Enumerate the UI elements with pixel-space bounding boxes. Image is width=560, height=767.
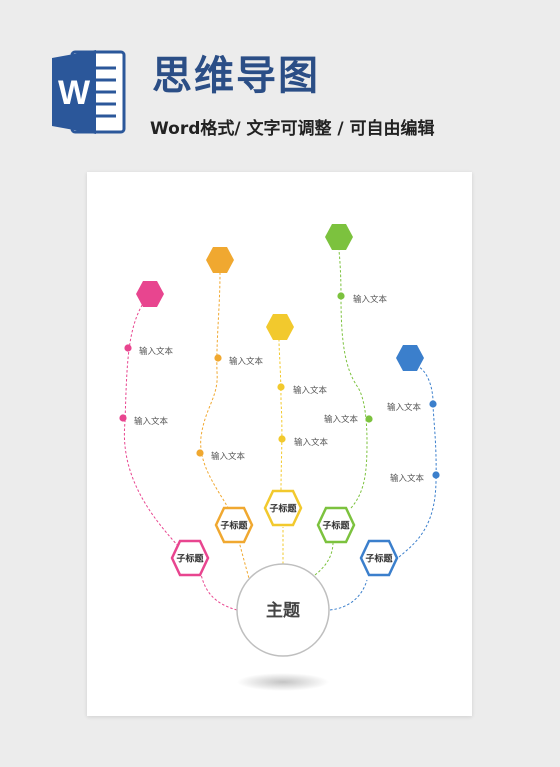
branch-2-leaf-2: 输入文本 — [211, 451, 246, 462]
mind-map: 输入文本 输入文本 子标题 输入文本 输入文本 子标题 输入文本 输入文本 — [119, 224, 440, 691]
branch-1-subtopic-hexagon — [170, 539, 210, 577]
center-shadow — [237, 673, 329, 691]
branch-5: 输入文本 输入文本 子标题 — [329, 345, 440, 611]
page-subtitle: Word格式/ 文字可调整 / 可自由编辑 — [150, 119, 435, 139]
branch-4-connector — [314, 249, 368, 576]
branch-1-top-hexagon — [136, 281, 164, 307]
branch-5-leaf-2: 输入文本 — [390, 473, 425, 484]
branch-5-subtopic: 子标题 — [365, 553, 393, 565]
center-topic-label: 主题 — [266, 600, 301, 621]
branch-1: 输入文本 输入文本 子标题 — [119, 281, 238, 611]
branch-1-leaf-dot-2 — [119, 414, 127, 422]
branch-2-subtopic-hexagon — [214, 506, 254, 544]
branch-2-leaf-dot-2 — [196, 449, 204, 457]
branch-4-subtopic: 子标题 — [322, 520, 350, 532]
document-page: 输入文本 输入文本 子标题 输入文本 输入文本 子标题 输入文本 输入文本 — [87, 172, 472, 716]
branch-3-leaf-dot-2 — [278, 435, 286, 443]
branch-3-top-hexagon — [266, 314, 294, 340]
branch-4-leaf-2: 输入文本 — [324, 414, 359, 425]
branch-2-leaf-1: 输入文本 — [229, 356, 264, 367]
branch-3-subtopic-hexagon — [263, 489, 303, 527]
branch-2-top-hexagon — [206, 247, 234, 273]
branch-5-subtopic-hexagon — [359, 539, 399, 577]
branch-3-subtopic: 子标题 — [269, 503, 297, 515]
branch-4-subtopic-hexagon — [316, 506, 356, 544]
center-topic-circle — [236, 563, 330, 657]
page-title: 思维导图 — [152, 53, 320, 99]
branch-5-top-hexagon — [396, 345, 424, 371]
word-logo-icon: W — [52, 50, 126, 134]
branch-1-subtopic: 子标题 — [176, 553, 204, 565]
logo-letter: W — [58, 74, 91, 112]
header: W 思维导图 Word格式/ 文字可调整 / 可自由编辑 — [0, 0, 560, 160]
branch-2-leaf-dot-1 — [214, 354, 222, 362]
branch-5-leaf-dot-1 — [429, 400, 437, 408]
branch-4-leaf-dot-1 — [337, 292, 345, 300]
branch-3: 输入文本 输入文本 子标题 — [263, 314, 329, 564]
branch-4-leaf-dot-2 — [365, 415, 373, 423]
branch-1-leaf-dot-1 — [124, 344, 132, 352]
branch-4-top-hexagon — [325, 224, 353, 250]
branch-3-leaf-2: 输入文本 — [294, 437, 329, 448]
branch-3-connector — [278, 339, 284, 564]
branch-5-leaf-1: 输入文本 — [387, 402, 422, 413]
branch-1-leaf-1: 输入文本 — [139, 346, 174, 357]
branch-2-subtopic: 子标题 — [220, 520, 248, 532]
branch-4-leaf-1: 输入文本 — [353, 294, 388, 305]
branch-3-leaf-dot-1 — [277, 383, 285, 391]
branch-4: 输入文本 输入文本 子标题 — [314, 224, 388, 576]
branch-5-leaf-dot-2 — [432, 471, 440, 479]
center-topic: 主题 — [236, 563, 330, 657]
branch-2: 输入文本 输入文本 子标题 — [196, 247, 264, 583]
branch-3-leaf-1: 输入文本 — [293, 385, 328, 396]
branch-1-leaf-2: 输入文本 — [134, 416, 169, 427]
branch-5-connector — [329, 365, 437, 611]
